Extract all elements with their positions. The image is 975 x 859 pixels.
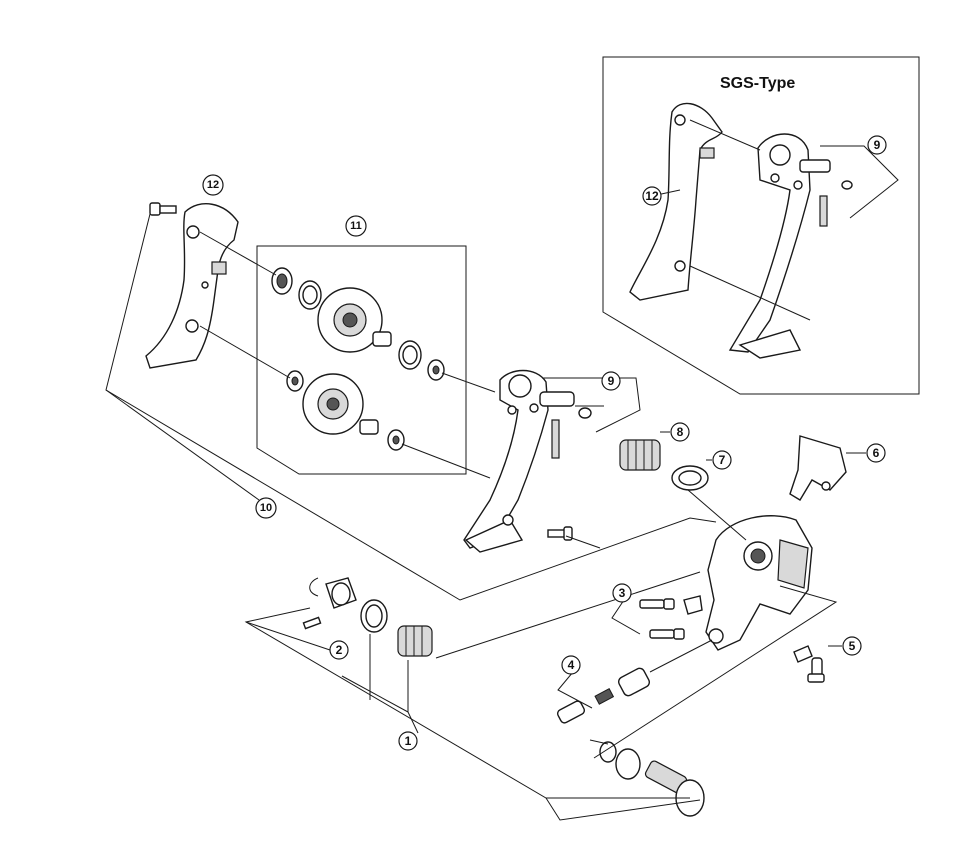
callout-2: 2 [329, 640, 349, 660]
b-spring [397, 625, 433, 657]
b-axle-parts [302, 577, 433, 657]
svg-text:4: 4 [568, 658, 575, 672]
sgs-inner-plate [728, 133, 831, 359]
svg-text:2: 2 [336, 643, 343, 657]
mounting-bolt [599, 741, 705, 817]
upper-pulley-assembly [271, 267, 445, 381]
svg-text:3: 3 [619, 586, 626, 600]
lower-pulley-assembly [286, 370, 405, 451]
inset-title: SGS-Type [720, 75, 795, 92]
callout-8: 8 [670, 422, 690, 442]
callout-9: 9 [601, 371, 621, 391]
svg-text:6: 6 [873, 446, 880, 460]
plate-screw [149, 202, 177, 216]
cage-bolt [547, 526, 573, 541]
svg-text:11: 11 [350, 220, 362, 232]
callout-5: 5 [842, 636, 862, 656]
callout-6: 6 [866, 443, 886, 463]
callout-3: 3 [612, 583, 632, 603]
b-tension-bolt [793, 645, 825, 683]
callout-11: 11 [345, 215, 367, 237]
inner-cage-plate [463, 369, 575, 553]
sgs-outer-plate [629, 102, 723, 301]
sgs-type-inset: SGS-Type 9 12 [602, 56, 920, 395]
callout-4: 4 [561, 655, 581, 675]
pulley-box [256, 245, 467, 475]
callout-sgs-9: 9 [867, 135, 887, 155]
upper-pulley-wheel [317, 287, 383, 353]
svg-text:12: 12 [645, 189, 659, 203]
callout-7: 7 [712, 450, 732, 470]
sgs-small-washer [841, 180, 853, 190]
cable-guide [789, 435, 847, 501]
svg-text:10: 10 [260, 502, 272, 514]
svg-text:9: 9 [608, 374, 615, 388]
derailleur-body [705, 515, 813, 651]
callout-1: 1 [398, 731, 418, 751]
barrel-adjuster [556, 667, 650, 724]
callout-10: 10 [255, 497, 277, 519]
svg-text:9: 9 [874, 138, 881, 152]
callout-12: 12 [202, 174, 224, 196]
adjust-screws [639, 595, 703, 640]
svg-text:7: 7 [719, 453, 726, 467]
lower-pulley-wheel [302, 373, 364, 435]
svg-text:12: 12 [207, 179, 219, 191]
outer-plate [145, 203, 239, 369]
callout-sgs-12: 12 [642, 186, 662, 206]
svg-text:5: 5 [849, 639, 856, 653]
small-washer [578, 407, 592, 419]
leader-lines [105, 213, 866, 821]
bushing [671, 465, 709, 491]
cage-spring [619, 439, 661, 471]
svg-text:8: 8 [677, 425, 684, 439]
svg-text:1: 1 [405, 734, 412, 748]
